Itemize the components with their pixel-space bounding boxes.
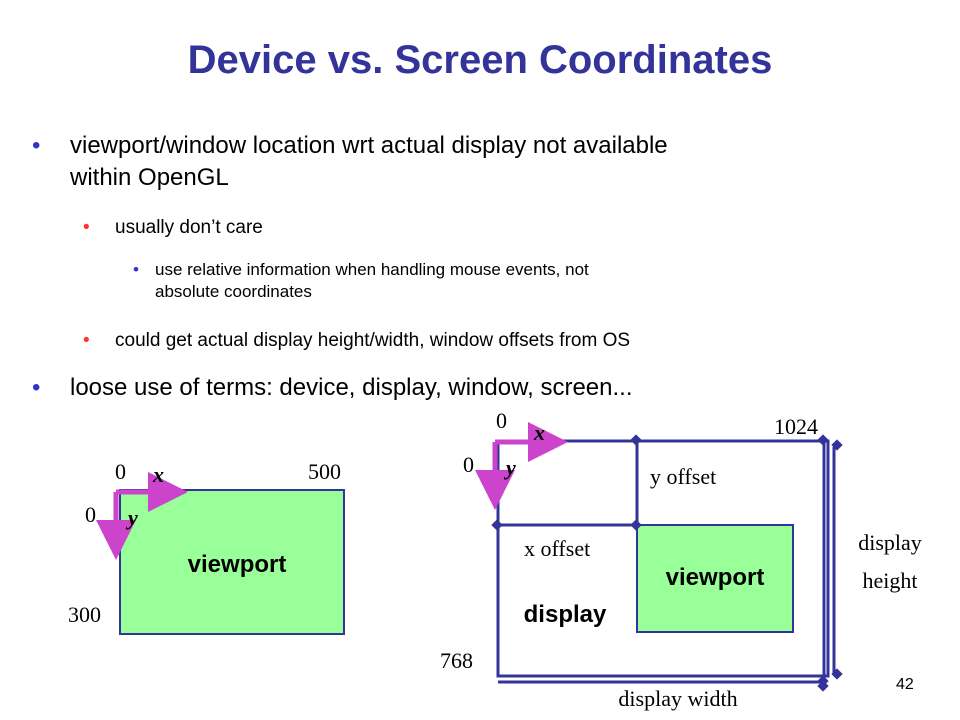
bullet-dot-icon: • [32, 132, 41, 159]
left-x-max-label: 500 [308, 459, 341, 484]
bullet-item: • loose use of terms: device, display, w… [32, 372, 890, 404]
bullet-item: • viewport/window location wrt actual di… [32, 130, 890, 194]
sub-bullet-text: could get actual display height/width, w… [115, 330, 631, 351]
left-y-axis-label: y [125, 505, 138, 530]
display-width-label: display width [618, 686, 737, 711]
endpoint-markers [491, 434, 843, 692]
display-height-label-line2: height [863, 568, 918, 593]
sub-bullet-item: • usually don’t care [83, 216, 875, 240]
left-origin-x-label: 0 [115, 459, 126, 484]
page-number: 42 [896, 676, 914, 693]
x-offset-label: x offset [524, 536, 590, 561]
right-x-axis-label: x [533, 420, 545, 445]
bullet-dot-icon: • [83, 330, 90, 351]
right-y-axis-label: y [503, 455, 516, 480]
right-viewport-label: viewport [666, 564, 765, 591]
display-height-label-line1: display [858, 530, 922, 555]
left-y-max-label: 300 [68, 602, 101, 627]
sub-bullet-item: • could get actual display height/width,… [83, 329, 915, 353]
left-viewport-rect [119, 489, 345, 635]
left-origin-y-label: 0 [85, 502, 96, 527]
right-viewport-rect [636, 524, 794, 633]
sub-sub-bullet-item: • use relative information when handling… [133, 259, 875, 303]
left-x-axis-label: x [152, 462, 164, 487]
right-y-max-label: 768 [440, 648, 473, 673]
bullet-text: viewport/window location wrt actual disp… [70, 132, 668, 159]
left-viewport-diagram: 0 x 500 0 y 300 viewport [68, 459, 345, 635]
left-viewport-label: viewport [188, 551, 287, 578]
y-offset-label: y offset [650, 464, 716, 489]
bullet-list: • viewport/window location wrt actual di… [32, 130, 915, 404]
bullet-dot-icon: • [83, 217, 90, 238]
sub-sub-bullet-text-continuation: absolute coordinates [155, 282, 312, 301]
display-label: display [524, 601, 607, 628]
right-origin-y-label: 0 [463, 452, 474, 477]
slide-title: Device vs. Screen Coordinates [187, 38, 773, 82]
sub-sub-bullet-text: use relative information when handling m… [155, 260, 589, 279]
right-display-diagram: 0 x 1024 0 y 768 y offset x offset viewp… [440, 408, 922, 711]
bullet-text-continuation: within OpenGL [70, 164, 229, 191]
sub-bullet-text: usually don’t care [115, 217, 263, 238]
bullet-dot-icon: • [32, 374, 41, 401]
display-frame [496, 439, 830, 678]
bullet-text: loose use of terms: device, display, win… [70, 374, 633, 401]
bullet-dot-icon: • [133, 260, 139, 279]
